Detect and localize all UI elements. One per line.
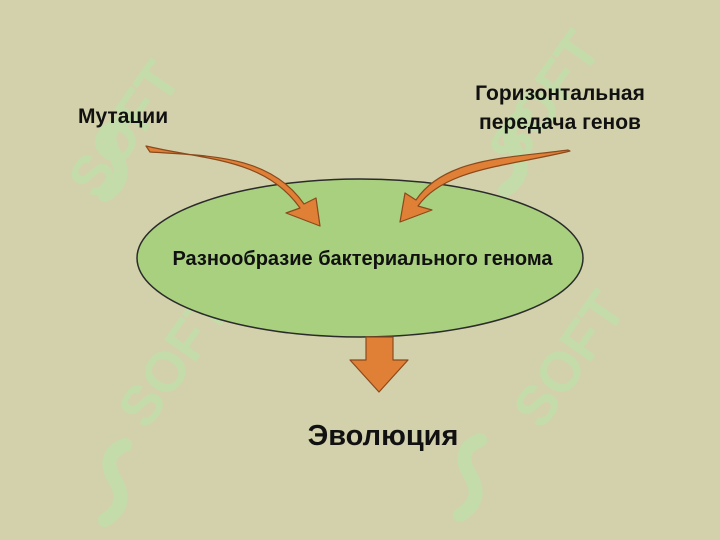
- evolution-arrow: [349, 336, 409, 393]
- horizontal-gene-transfer-line1: Горизонтальная: [475, 82, 645, 105]
- horizontal-gene-transfer-line2: передача генов: [479, 111, 641, 134]
- watermark-s-icon: [98, 113, 132, 202]
- genome-diversity-label: Разнообразие бактериального генома: [172, 248, 553, 270]
- mutations-label: Мутации: [78, 105, 169, 128]
- watermark-s-icon: [498, 108, 532, 197]
- gene-transfer-arrow: [399, 149, 571, 223]
- evolution-label: Эволюция: [307, 420, 459, 452]
- genome-diversity-ellipse: [136, 178, 584, 338]
- mutation-arrow: [145, 145, 321, 227]
- horizontal-gene-transfer-label: Горизонтальная передача генов: [440, 79, 680, 137]
- watermark-s-icon: [98, 438, 132, 527]
- watermark-s-icon: [453, 433, 487, 522]
